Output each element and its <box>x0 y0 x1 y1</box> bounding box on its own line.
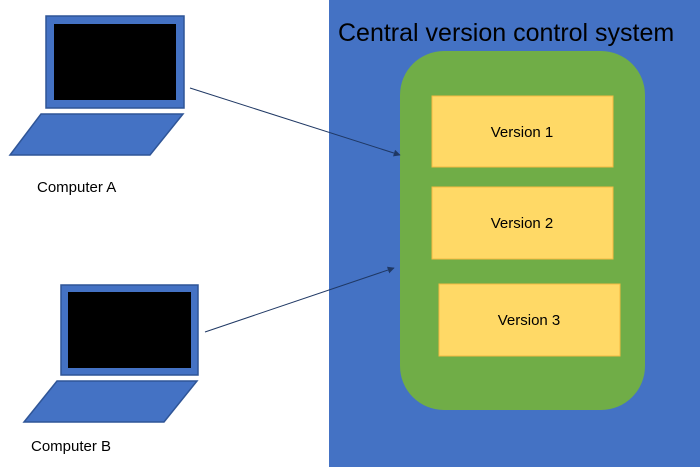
version-box-1-rect <box>431 95 614 168</box>
computer-a: Computer A <box>8 15 185 196</box>
version-box-1: Version 1 <box>431 95 614 168</box>
version-label-1: Version 1 <box>491 124 554 141</box>
version-label-3: Version 3 <box>498 312 561 329</box>
arrow-computer-a-to-repository <box>189 87 401 157</box>
version-box-3: Version 3 <box>438 283 621 357</box>
computer-b-label: Computer B <box>31 438 111 455</box>
version-label-2: Version 2 <box>491 215 554 232</box>
arrow-computer-b-to-repository <box>204 266 395 333</box>
version-box-2: Version 2 <box>431 186 614 260</box>
laptop-a-screen <box>54 24 176 100</box>
repository: Version 1 Version 2 Version 3 <box>400 51 645 410</box>
system-title: Central version control system <box>338 19 674 47</box>
laptop-a-base <box>8 113 185 156</box>
laptop-icon <box>8 15 185 156</box>
laptop-icon <box>22 284 199 423</box>
laptop-b-screen <box>68 292 191 368</box>
laptop-b-base <box>22 380 199 423</box>
computer-a-label: Computer A <box>37 179 116 196</box>
version-box-3-rect <box>438 283 621 357</box>
version-box-2-rect <box>431 186 614 260</box>
computer-b: Computer B <box>22 284 199 455</box>
